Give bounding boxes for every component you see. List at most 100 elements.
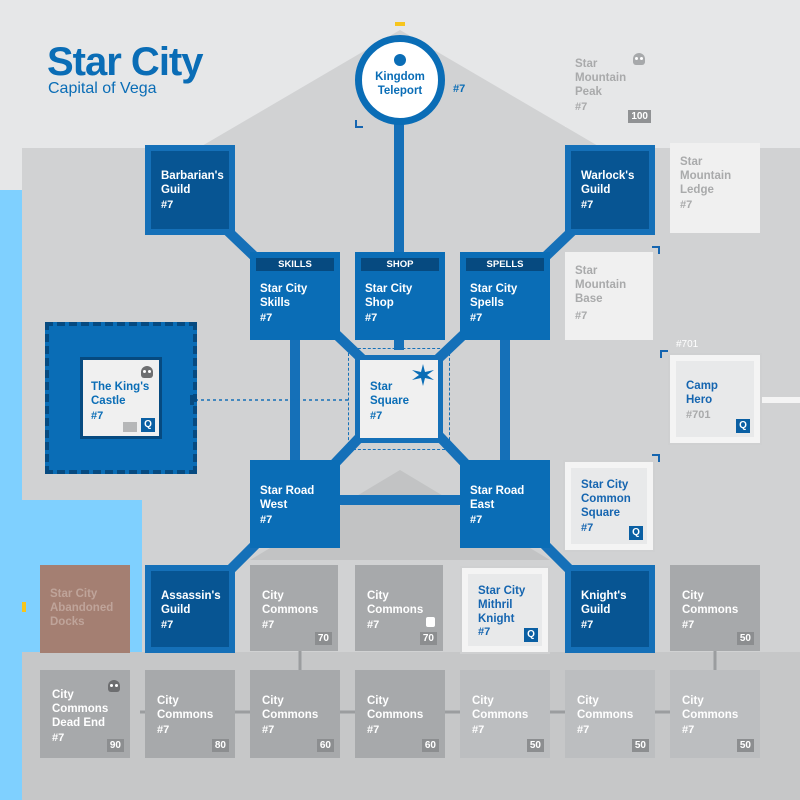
quest-badge[interactable]: Q (141, 418, 155, 432)
room-name: City Commons (157, 695, 214, 721)
room-name: The King's Castle (91, 381, 150, 407)
room-level: #7 (367, 724, 380, 736)
star-mountain-peak[interactable]: Star Mountain Peak #7 100 (565, 45, 655, 127)
corner-marker (660, 350, 668, 358)
room-level: #7 (470, 312, 483, 324)
room-name: Star City Mithril Knight (478, 585, 526, 625)
skull-icon (108, 680, 120, 692)
room-number: 50 (736, 632, 754, 645)
room-name: Star City Abandoned Docks (50, 588, 114, 628)
warlocks-guild[interactable]: Warlock's Guild #7 (565, 145, 655, 235)
star-mountain-base[interactable]: Star Mountain Base #7 (565, 252, 653, 340)
room-name: City Commons (262, 695, 319, 721)
teleport-dot (394, 54, 406, 66)
star-road-west[interactable]: Star Road West #7 (250, 460, 340, 548)
room-number: 80 (211, 739, 229, 752)
star-city-mithril-knight[interactable]: Star City Mithril Knight #7 Q (460, 566, 550, 654)
room-name: City Commons (577, 695, 634, 721)
city-commons-r2-4[interactable]: City Commons #7 50 (460, 670, 550, 758)
room-number: 50 (736, 739, 754, 752)
map-subtitle: Capital of Vega (48, 80, 157, 97)
city-commons-r2-2[interactable]: City Commons #7 60 (250, 670, 340, 758)
skull-icon (141, 366, 153, 378)
room-name: City Commons (367, 590, 424, 616)
quest-badge[interactable]: Q (629, 526, 643, 540)
room-number: 50 (631, 739, 649, 752)
skull-icon (633, 53, 645, 65)
water-bottom-left (0, 500, 22, 800)
star-city-common-square[interactable]: Star City Common Square #7 Q (563, 460, 655, 552)
room-number: 60 (421, 739, 439, 752)
star-city-shop[interactable]: SHOP Star City Shop #7 (355, 252, 445, 340)
room-name: Star Road West (260, 485, 315, 511)
room-level: #7 (470, 514, 483, 526)
room-name: Star Mountain Peak (575, 58, 627, 98)
room-name: Warlock's Guild (581, 170, 635, 196)
star-city-skills[interactable]: SKILLS Star City Skills #7 (250, 252, 340, 340)
star-square[interactable]: Star Square #7 (355, 355, 443, 443)
room-name: City Commons Dead End (52, 689, 109, 729)
room-number: 70 (314, 632, 332, 645)
barbarians-guild[interactable]: Barbarian's Guild #7 (145, 145, 235, 235)
room-number: 100 (628, 110, 651, 123)
room-level: #7 (161, 619, 174, 631)
room-name: Star Mountain Ledge (680, 156, 732, 196)
city-commons-r2-3[interactable]: City Commons #7 60 (355, 670, 445, 758)
room-level: #7 (581, 522, 594, 534)
shop-header: SHOP (361, 258, 439, 271)
castle-gate (190, 395, 194, 405)
west-exit-marker (22, 602, 26, 612)
city-commons-r1-3[interactable]: City Commons #7 50 (670, 565, 760, 651)
room-level: #701 (686, 409, 711, 421)
star-mountain-ledge[interactable]: Star Mountain Ledge #7 (670, 143, 760, 233)
room-level: #7 (575, 101, 588, 113)
city-commons-r2-5[interactable]: City Commons #7 50 (565, 670, 655, 758)
teleport-name: Kingdom Teleport (375, 71, 425, 97)
star-road-east[interactable]: Star Road East #7 (460, 460, 550, 548)
camp-hero-tag: #701 (676, 339, 699, 350)
current-location-outline (348, 348, 450, 450)
knights-guild[interactable]: Knight's Guild #7 (565, 565, 655, 653)
glove-icon (426, 617, 435, 627)
assassins-guild[interactable]: Assassin's Guild #7 (145, 565, 235, 653)
room-number: 60 (316, 739, 334, 752)
room-name: Star Mountain Base (575, 265, 627, 305)
kings-castle[interactable]: The King's Castle #7 Q (80, 357, 162, 439)
room-name: Camp Hero (686, 380, 718, 406)
room-name: City Commons (682, 695, 739, 721)
city-commons-r1-2[interactable]: City Commons #7 70 (355, 565, 443, 651)
room-level: #7 (575, 310, 588, 322)
quest-badge[interactable]: Q (736, 419, 750, 433)
quest-badge[interactable]: Q (524, 628, 538, 642)
dice-icon (123, 422, 137, 432)
city-commons-r2-1[interactable]: City Commons #7 80 (145, 670, 235, 758)
north-exit-marker (395, 22, 405, 26)
room-level: #7 (157, 724, 170, 736)
room-name: City Commons (682, 590, 739, 616)
room-level: #7 (370, 410, 383, 422)
city-commons-r1-1[interactable]: City Commons #7 70 (250, 565, 338, 651)
skills-header: SKILLS (256, 258, 334, 271)
room-name: Star Road East (470, 485, 525, 511)
room-name: Star Square (370, 381, 409, 407)
star-city-abandoned-docks[interactable]: Star City Abandoned Docks (40, 565, 130, 653)
room-level: #7 (262, 619, 275, 631)
camp-hero[interactable]: Camp Hero #701 Q (668, 353, 762, 445)
city-commons-dead-end[interactable]: City Commons Dead End #7 90 (40, 670, 130, 758)
teleport-level: #7 (453, 83, 466, 95)
kingdom-teleport[interactable]: Kingdom Teleport (355, 35, 445, 125)
room-name: City Commons (472, 695, 529, 721)
room-level: #7 (577, 724, 590, 736)
room-number: 70 (419, 632, 437, 645)
room-name: Barbarian's Guild (161, 170, 224, 196)
corner-marker (652, 246, 660, 254)
room-level: #7 (52, 732, 65, 744)
room-level: #7 (260, 514, 273, 526)
city-commons-r2-6[interactable]: City Commons #7 50 (670, 670, 760, 758)
room-number: 50 (526, 739, 544, 752)
water-left (0, 190, 22, 500)
star-city-spells[interactable]: SPELLS Star City Spells #7 (460, 252, 550, 340)
room-level: #7 (161, 199, 174, 211)
room-level: #7 (262, 724, 275, 736)
room-level: #7 (472, 724, 485, 736)
